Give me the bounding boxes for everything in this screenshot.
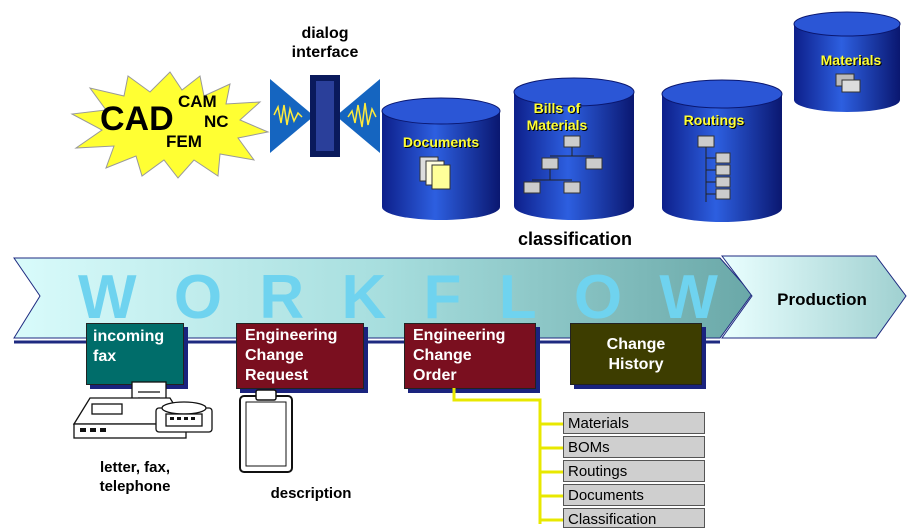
dialog-line1: dialog — [301, 25, 349, 42]
workflow-letter-r: R — [259, 263, 305, 332]
eco-line1: Engineering — [413, 327, 506, 344]
clipboard-icon — [239, 389, 293, 473]
incoming-fax-box: incoming fax — [86, 323, 184, 385]
workflow-letter-w1: W — [78, 263, 137, 332]
routings-label: Routings — [683, 112, 745, 128]
workflow-letter-f: F — [423, 263, 462, 332]
production-label: Production — [777, 290, 867, 309]
cam-text: CAM — [178, 92, 217, 111]
history-item-classification: Classification — [563, 508, 705, 528]
ecr-line2: Change — [245, 347, 304, 364]
boms-cylinder — [513, 77, 635, 220]
history-connectors — [452, 388, 564, 524]
fax-machine-icon — [72, 381, 213, 439]
history-item-documents: Documents — [563, 484, 705, 506]
cad-text: CAD — [100, 100, 174, 138]
incoming-line2: fax — [93, 348, 117, 365]
fax-caption: letter, fax, telephone — [70, 458, 200, 496]
cad-burst — [70, 71, 270, 179]
materials-cylinder — [793, 11, 901, 112]
eco-box: Engineering Change Order — [404, 323, 536, 389]
documents-label: Documents — [402, 134, 480, 150]
nc-text: NC — [204, 112, 229, 131]
incoming-line1: incoming — [93, 328, 165, 345]
ecr-line1: Engineering — [245, 327, 338, 344]
eco-line3: Order — [413, 367, 457, 384]
history-item-materials: Materials — [563, 412, 705, 434]
dialog-line2: interface — [291, 44, 359, 61]
workflow-letter-o2: O — [573, 263, 623, 332]
boms-line2: Materials — [526, 117, 588, 133]
boms-line1: Bills of — [533, 100, 581, 116]
ecr-box: Engineering Change Request — [236, 323, 364, 389]
description-caption: description — [270, 485, 352, 502]
workflow-letter-l: L — [498, 263, 537, 332]
workflow-letter-w2: W — [659, 263, 718, 332]
materials-label: Materials — [820, 52, 882, 68]
fax-caption-line2: telephone — [99, 478, 171, 495]
routings-cylinder — [661, 79, 783, 222]
workflow-letters: W O R K F L O W — [78, 262, 718, 332]
fax-caption-line1: letter, fax, — [99, 459, 171, 476]
boms-label: Bills of Materials — [512, 100, 602, 134]
documents-cylinder — [381, 97, 501, 220]
history-line1: Change — [606, 336, 666, 353]
history-item-boms: BOMs — [563, 436, 705, 458]
change-history-box: Change History — [570, 323, 702, 385]
workflow-letter-o1: O — [173, 263, 223, 332]
workflow-letter-k: K — [341, 263, 387, 332]
dialog-interface-icon — [270, 75, 380, 157]
classification-label: classification — [517, 229, 633, 249]
history-item-routings: Routings — [563, 460, 705, 482]
eco-line2: Change — [413, 347, 472, 364]
dialog-label: dialog interface — [270, 24, 380, 62]
history-line2: History — [608, 356, 664, 373]
fem-text: FEM — [166, 132, 202, 151]
ecr-line3: Request — [245, 367, 309, 384]
